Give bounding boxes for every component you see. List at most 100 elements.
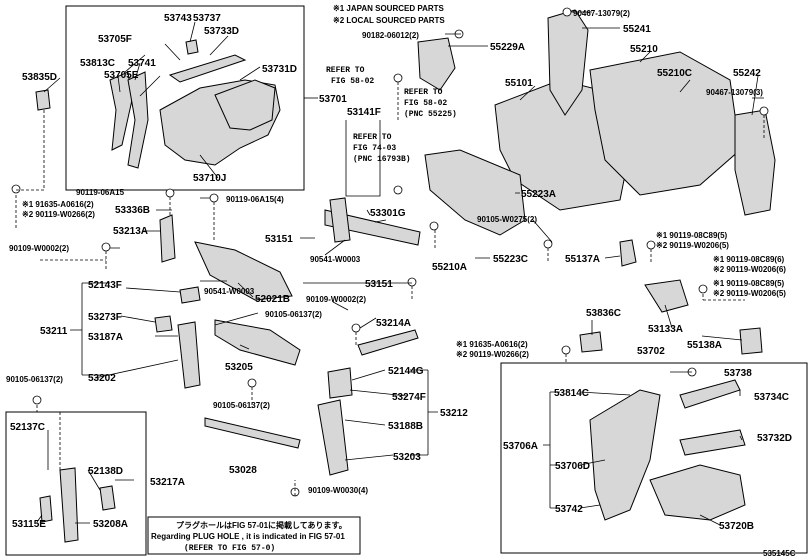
part-label-53731d: 53731D [262,64,297,75]
bolt-icon [698,284,708,294]
bolt-icon [561,345,571,355]
part-label-53151-a: 53151 [265,234,293,245]
bracket-53115e-part [39,495,53,523]
part-label-53214a: 53214A [376,318,411,329]
part-label-91635-a0616-b: ※1 91635-A0616(2) [456,340,528,349]
part-label-52138d: 52138D [88,466,123,477]
part-label-53211: 53211 [40,326,68,337]
part-label-90105-06137-c: 90105-06137(2) [213,401,270,410]
bracket-55138a-part [739,327,763,355]
bolt-icon [393,73,403,83]
silencer-55242-part [734,109,776,216]
part-label-53212: 53212 [440,408,468,419]
part-label-90119-w0206-5-a: ※2 90119-W0206(5) [656,241,729,250]
part-label-55137a: 55137A [565,254,600,265]
part-label-90105-w0275: 90105-W0275(2) [477,215,537,224]
leader-line [110,197,254,298]
bolt-icon [101,242,111,252]
group-box-53217a [5,411,147,556]
refer-fig-58-02-b-line1: REFER TO [404,88,443,97]
part-label-90119-w0266-a: ※2 90119-W0266(2) [22,210,95,219]
part-label-90119-08c89-5-a: ※1 90119-08C89(5) [656,231,728,240]
bracket-53835d-part [35,89,51,111]
bracket-52144g-part [327,367,353,399]
part-label-90467-13079-3: 90467-13079(3) [706,88,763,97]
part-label-53208a: 53208A [93,519,128,530]
part-label-55101: 55101 [505,78,533,89]
part-label-53274f: 53274F [392,392,426,403]
part-label-90109-w0002-a: 90109-W0002(2) [9,244,69,253]
part-label-53151-b: 53151 [365,279,393,290]
note-box [147,516,361,555]
part-label-53737: 53737 [193,13,221,24]
upper-member-part [168,54,247,83]
part-label-53202: 53202 [88,373,116,384]
dash-insulator-55210-part [589,51,741,196]
leader-line [214,301,408,461]
bolt-icon [429,221,439,231]
part-label-90119-08c89-6: ※1 90119-08C89(6) [713,255,785,264]
leader-line [43,21,261,179]
part-label-52137c: 52137C [10,422,45,433]
bracket-55137a-part [619,239,637,267]
part-label-55242: 55242 [733,68,761,79]
part-label-53217a: 53217A [150,477,185,488]
member-53203-part [317,399,349,476]
part-label-90119-w0206-6: ※2 90119-W0206(6) [713,265,786,274]
part-label-55241: 55241 [623,24,651,35]
part-label-55210: 55210 [630,44,658,55]
part-label-53203: 53203 [393,452,421,463]
radiator-support-lower-53205-part [214,319,301,366]
part-label-90105-06137-a: 90105-06137(2) [265,310,322,319]
bracket-53743-part [185,39,199,55]
bracket-52143f-part [179,286,201,304]
part-label-53187a: 53187A [88,332,123,343]
part-label-90541-w0003-a: 90541-W0003 [310,255,361,264]
wheel-apron-53720b-part [649,464,746,521]
member-53208a-part [59,467,79,543]
refer-fig-58-02-a-line2: FIG 58-02 [331,77,374,86]
part-label-53720b: 53720B [719,521,754,532]
apron-inner-part [214,79,276,131]
part-label-90119-w0266-b: ※2 90119-W0266(2) [456,350,529,359]
part-label-53273f: 53273F [88,312,122,323]
part-label-90105-06137-b: 90105-06137(2) [6,375,63,384]
bolt-icon [165,188,175,198]
brace-53214a-part [357,329,419,356]
member-53202-part [177,321,201,389]
part-label-53141f: 53141F [347,107,381,118]
part-label-53133a: 53133A [648,324,683,335]
bracket-53133a-part [644,279,689,313]
bolt-icon [209,193,219,203]
part-label-53835d: 53835D [22,72,57,83]
refer-fig-58-02-b-line2: FIG 58-02 [404,99,447,108]
part-label-90541-w0003-b: 90541-W0003 [204,287,255,296]
legend-japan-sourced: ※1 JAPAN SOURCED PARTS [333,4,445,13]
part-label-53813c: 53813C [80,58,115,69]
refer-fig-74-03-line3: (PNC 16793B) [353,155,411,164]
part-label-52021b: 52021B [255,294,290,305]
part-label-53028: 53028 [229,465,257,476]
refer-fig-58-02-b-line3: (PNC 55225) [404,110,457,119]
bracket-52138d-part [99,485,116,511]
part-label-53706d: 53706D [555,461,590,472]
bolt-icon [351,323,361,333]
radiator-support-side-part [194,241,293,301]
bolt-icon [393,185,403,195]
part-label-53115e: 53115E [12,519,46,530]
bolt-icon [562,7,572,17]
bracket-55229a-part [417,37,456,91]
rail-part-b [127,71,149,169]
refer-fig-74-03-line2: FIG 74-03 [353,144,396,153]
dashed-line [15,110,215,470]
part-label-91635-a0616-a: ※1 91635-A0616(2) [22,200,94,209]
part-label-90109-w0002-b: 90109-W0002(2) [306,295,366,304]
part-label-90119-06a15-4: 90119-06A15(4) [226,195,284,204]
silencer-55223a-part [424,149,526,236]
part-label-53814c: 53814C [554,388,589,399]
refer-fig-58-02-a-line1: REFER TO [326,66,365,75]
part-label-90109-w0030: 90109-W0030(4) [308,486,368,495]
part-label-90119-w0206-5-b: ※2 90119-W0206(5) [713,289,786,298]
part-label-55229a: 55229A [490,42,525,53]
